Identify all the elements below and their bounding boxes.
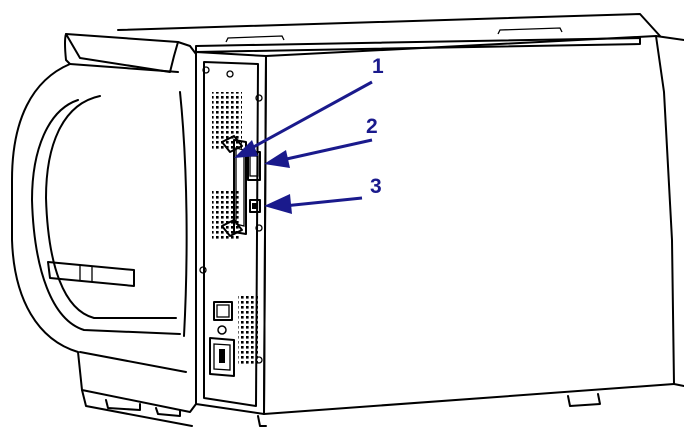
screw: [255, 94, 263, 102]
power-icon: [217, 325, 227, 335]
callout-2-arrowhead: [264, 150, 290, 168]
usb-port: [249, 199, 261, 213]
callouts: 1 2 3: [234, 55, 384, 214]
callout-1-arrowhead: [234, 140, 258, 158]
vent-grille: [238, 294, 258, 366]
top-cover: [117, 13, 661, 53]
parallel-port: [221, 135, 247, 237]
media-cover: [11, 33, 197, 427]
callout-3: 3: [264, 175, 382, 214]
screw: [202, 66, 210, 74]
callout-2: 2: [264, 115, 378, 168]
screw: [226, 70, 234, 78]
printer-feet: [105, 393, 601, 427]
callout-1-leader: [247, 80, 373, 152]
callout-1-label: 1: [372, 55, 384, 78]
callout-3-label: 3: [370, 175, 382, 198]
callout-2-leader: [281, 138, 373, 162]
power-switch: [213, 301, 233, 321]
callout-3-leader: [283, 196, 363, 208]
printer-side: [263, 35, 684, 415]
callout-1: 1: [234, 55, 384, 158]
ac-power-receptacle: [209, 337, 235, 377]
callout-3-arrowhead: [264, 194, 292, 214]
screw: [255, 224, 263, 232]
screw: [199, 266, 207, 274]
rear-panel: [195, 51, 267, 415]
callout-2-label: 2: [366, 115, 378, 138]
